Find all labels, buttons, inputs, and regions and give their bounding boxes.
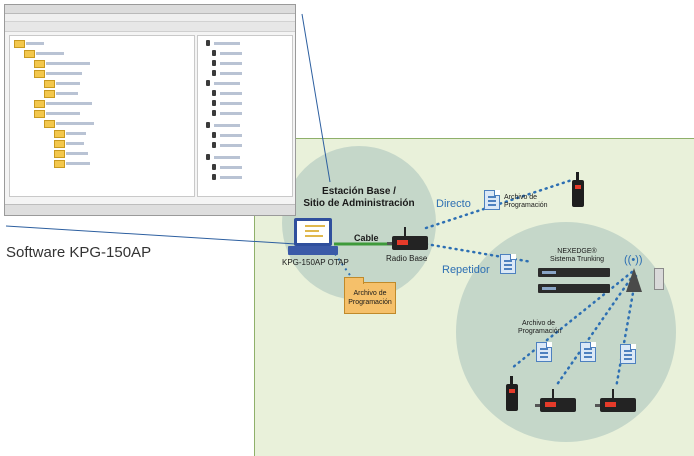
folder-icon bbox=[24, 50, 35, 58]
otap-label: KPG-150AP OTAP bbox=[282, 258, 349, 267]
callout-line-software bbox=[5, 225, 297, 245]
monitor-icon bbox=[294, 218, 332, 246]
tower-link-1 bbox=[510, 270, 634, 370]
document-icon bbox=[580, 342, 596, 362]
document-icon bbox=[500, 254, 516, 274]
callout-line-top bbox=[301, 13, 331, 183]
document-icon bbox=[536, 342, 552, 362]
document-icon bbox=[620, 344, 636, 364]
trunking-rack-icon bbox=[538, 268, 610, 277]
antenna-signal-icon: ((•)) bbox=[624, 254, 643, 266]
folder-icon bbox=[44, 120, 55, 128]
antenna-cabinet-icon bbox=[654, 268, 664, 290]
directo-label: Directo bbox=[436, 198, 471, 210]
tower-link-2 bbox=[554, 272, 636, 388]
directo-archivo-line2: Programación bbox=[504, 202, 548, 209]
screenshot-statusbar bbox=[5, 204, 295, 215]
trunking-rack-icon bbox=[538, 284, 610, 293]
directo-archivo-line1: Archivo de bbox=[504, 194, 538, 201]
nexedge-label-line1: NEXEDGE® bbox=[557, 248, 597, 255]
repetidor-label: Repetidor bbox=[442, 264, 490, 276]
handheld-radio-icon bbox=[506, 376, 518, 411]
tower-link-3 bbox=[614, 274, 638, 390]
folder-icon bbox=[54, 130, 65, 138]
folder-icon bbox=[54, 140, 65, 148]
folder-icon bbox=[34, 110, 45, 118]
mobile-radio-icon bbox=[535, 389, 576, 412]
folder-icon bbox=[44, 90, 55, 98]
monitor-keyboard bbox=[288, 246, 338, 255]
folder-icon bbox=[34, 70, 45, 78]
folder-label-line1: Archivo de bbox=[353, 290, 387, 297]
software-screenshot bbox=[4, 4, 296, 216]
cable-label: Cable bbox=[354, 233, 379, 243]
software-label: Software KPG-150AP bbox=[6, 244, 152, 261]
folder-icon bbox=[344, 277, 396, 314]
station-title-line1: Estación Base / bbox=[322, 186, 396, 197]
antenna-tower-icon bbox=[626, 268, 642, 292]
folder-icon bbox=[44, 80, 55, 88]
folder-icon bbox=[54, 150, 65, 158]
handheld-radio-icon bbox=[572, 172, 584, 207]
trunk-archivo-line1: Archivo de bbox=[522, 320, 556, 327]
folder-icon bbox=[14, 40, 25, 48]
repetidor-link bbox=[424, 242, 534, 264]
mobile-radio-icon bbox=[595, 389, 636, 412]
screenshot-tree-panel bbox=[9, 35, 195, 197]
folder-icon bbox=[34, 60, 45, 68]
screenshot-menubar bbox=[5, 14, 295, 22]
screenshot-device-panel bbox=[197, 35, 293, 197]
folder-icon bbox=[34, 100, 45, 108]
screenshot-titlebar bbox=[5, 5, 295, 14]
nexedge-label-line2: Sistema Trunking bbox=[549, 256, 605, 263]
document-icon bbox=[484, 190, 500, 210]
trunk-archivo-line2: Programación bbox=[518, 328, 562, 335]
base-radio-icon bbox=[387, 227, 428, 250]
folder-label-line2: Programación bbox=[348, 299, 392, 306]
screenshot-toolbar bbox=[5, 22, 295, 32]
station-title-line2: Sitio de Administración bbox=[303, 198, 415, 209]
folder-icon bbox=[54, 160, 65, 168]
radio-base-label: Radio Base bbox=[386, 254, 428, 263]
